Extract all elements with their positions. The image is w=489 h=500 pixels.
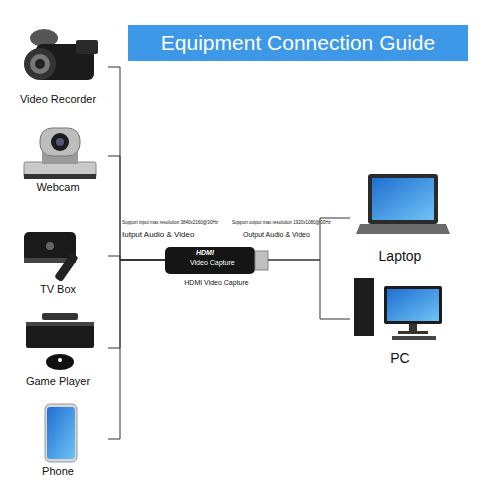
- connector-line: [108, 260, 165, 439]
- device-node: Laptop: [350, 172, 450, 264]
- connector-line: [108, 260, 165, 348]
- webcam-base: [24, 162, 96, 178]
- dongle-body: [165, 247, 255, 274]
- webcam-lens: [51, 133, 69, 151]
- tv-box-icon: [24, 232, 79, 282]
- camcorder-icon: [24, 29, 98, 80]
- laptop-icon: [356, 174, 450, 234]
- pc-icon: [354, 278, 442, 340]
- device-node: TV Box: [8, 216, 108, 296]
- device-label: TV Box: [40, 283, 76, 296]
- connector-line: [108, 67, 165, 260]
- monitor-foot: [398, 331, 428, 334]
- usb-plug: [255, 251, 268, 270]
- device-node: Phone: [8, 400, 108, 478]
- laptop-base: [356, 224, 450, 234]
- connector-line: [268, 218, 350, 260]
- webcam-head: [40, 128, 80, 156]
- device-label: Webcam: [36, 181, 79, 194]
- device-node: Video Recorder: [8, 28, 108, 106]
- tv-box-logo: [46, 242, 54, 250]
- device-label: Phone: [42, 465, 74, 478]
- console-sensor: [42, 313, 78, 320]
- monitor-screen: [387, 289, 439, 321]
- phone-body: [45, 404, 77, 462]
- phone-icon: [45, 404, 77, 462]
- spec-label: HDMI: [196, 249, 214, 256]
- title-banner: Equipment Connection Guide: [128, 25, 468, 61]
- webcam-icon: [24, 128, 96, 179]
- remote: [54, 252, 79, 282]
- device-node: Webcam: [8, 118, 108, 194]
- connector-line: [268, 260, 350, 319]
- connector-line: [108, 156, 165, 260]
- webcam-base-strip: [24, 174, 96, 179]
- monitor-stand: [409, 324, 417, 332]
- keyboard: [392, 336, 436, 340]
- controller-button: [58, 358, 62, 362]
- pc-tower: [354, 278, 374, 336]
- device-label: Video Recorder: [20, 93, 96, 106]
- device-node: Game Player: [8, 308, 108, 388]
- device-label: PC: [390, 350, 409, 366]
- camera-screen: [76, 40, 98, 54]
- webcam-lens-glass: [56, 138, 64, 146]
- console-icon: [26, 313, 94, 370]
- device-label: HDMI Video Capture: [145, 279, 288, 287]
- spec-label: Support output max resolution 1920x1080@…: [232, 221, 331, 226]
- laptop-lid: [368, 174, 438, 224]
- monitor: [384, 286, 442, 324]
- spec-label: Video Capture: [190, 259, 235, 266]
- connector-line: [108, 256, 165, 260]
- phone-screen: [47, 407, 75, 459]
- spec-label: Iutput Audio & Video: [122, 231, 194, 239]
- lens-center: [35, 59, 45, 69]
- console-top: [26, 322, 94, 326]
- controller: [46, 354, 74, 370]
- capture-dongle: [165, 247, 268, 274]
- lens-ring: [24, 48, 56, 80]
- device-label: Laptop: [379, 248, 422, 264]
- laptop-screen: [372, 178, 434, 220]
- spec-label: Output Audio & Video: [243, 231, 310, 238]
- device-node: PC: [350, 272, 450, 366]
- lens: [30, 54, 50, 74]
- spec-label: Support input max resolution 3840x2160@3…: [122, 221, 218, 226]
- console-body: [26, 322, 94, 348]
- device-label: Game Player: [26, 375, 90, 388]
